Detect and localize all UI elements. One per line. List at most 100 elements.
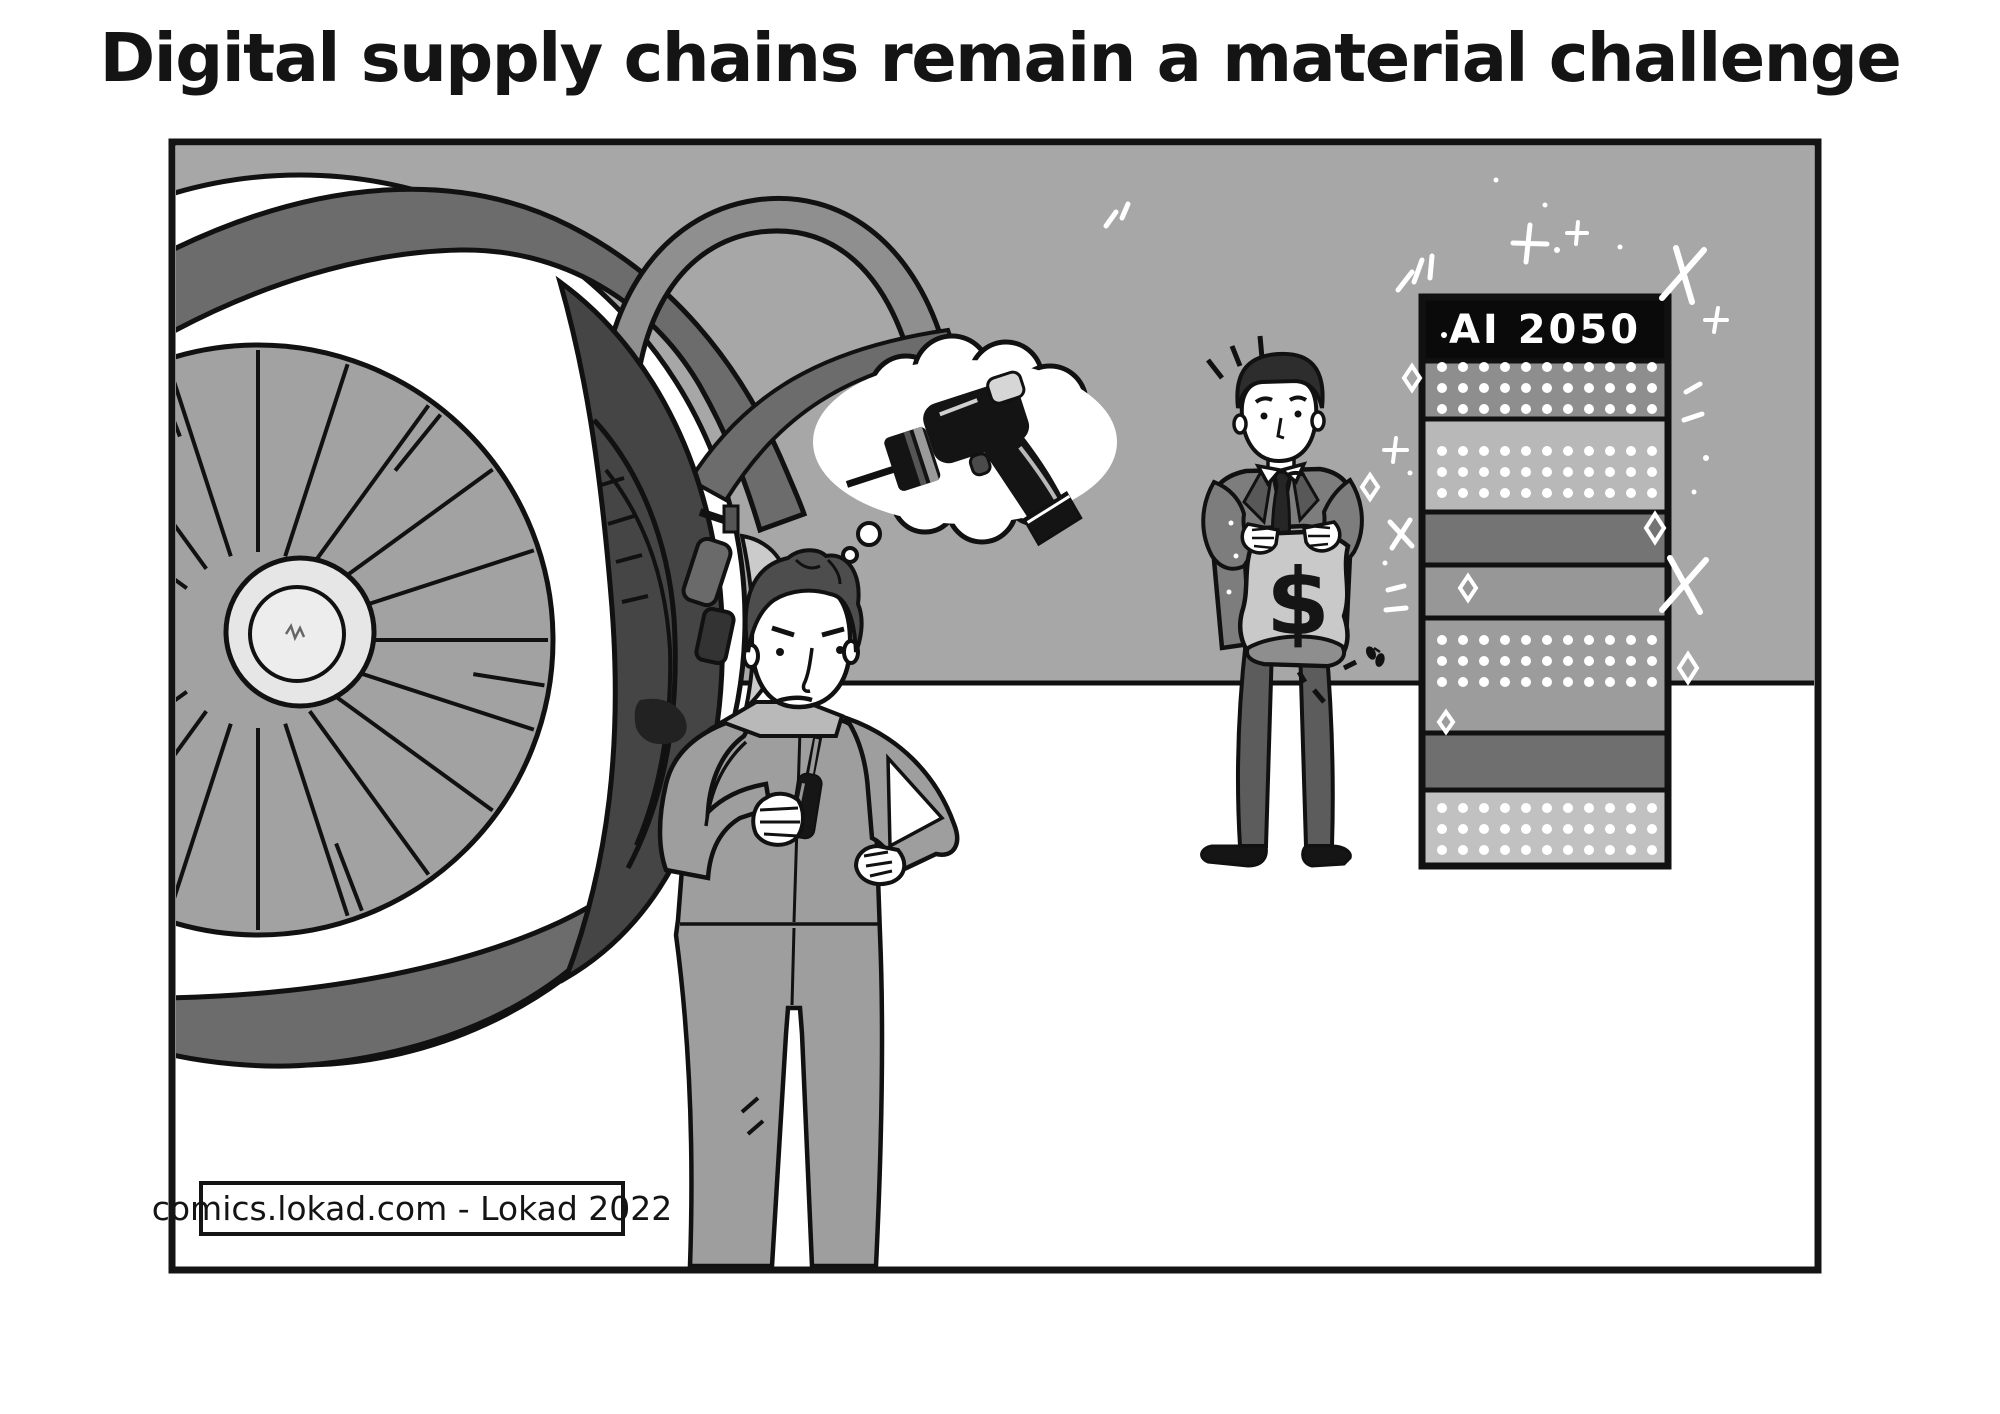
spinner-swirl-mark [284,623,306,642]
server-rack: AI 2050 [1418,293,1672,870]
sparkle-plus [1703,306,1729,334]
sparkle-dashes [1383,583,1409,613]
money-bag: $ [1238,529,1351,669]
sparkle-dashes [1681,381,1705,423]
mechanic-eye [836,646,844,654]
drill-trigger [968,452,992,477]
caption-text: comics.lokad.com - Lokad 2022 [151,1189,673,1228]
drill-vent [939,398,978,417]
sparkle-burst [1659,555,1709,615]
sparkle-plus [1565,220,1589,246]
jacket-speck [1226,589,1232,595]
sparkle-diamond [1457,572,1479,604]
screwdriver-shaft [809,738,819,775]
businessman-eyebrows [1254,395,1308,404]
rack-led-dots [1437,440,1661,503]
nacelle-cylinder [694,606,736,666]
rack-outline [1418,293,1672,870]
rack-led-dots [1437,630,1661,696]
panel-border [168,138,1822,1274]
sparkle-dot [1407,470,1413,476]
hand-fingers [1307,524,1331,548]
drill-body-highlight [986,370,1026,405]
drill-battery-line [1026,495,1071,524]
sparkle-dot [1691,489,1697,495]
businessman-hair [1235,351,1325,409]
right-hand-fingers [863,850,893,878]
sparkle-diamond [1401,362,1423,394]
mechanic-hair [743,548,864,653]
jacket-speck [1233,553,1239,559]
mechanic-mouth [777,695,813,704]
sparkles [1103,177,1729,736]
rack-unit [1419,509,1671,568]
sparkle-rays [1395,253,1435,293]
sparkle-diamond [1643,510,1667,546]
dollar-sign: $ [1266,549,1330,656]
thought-trail-bubble [841,546,859,564]
akimbo-gap [886,753,945,849]
sparkle-ticks [1103,201,1131,229]
sparkle-diamond [1359,471,1381,503]
motion-dashes [1296,659,1358,704]
businessman: $ [1200,335,1385,868]
mechanic [657,548,960,1267]
rack-unit [1419,730,1671,793]
sparkle-dot [1542,202,1548,208]
businessman-shoe [1200,844,1268,868]
drill-icon [845,370,1083,547]
nacelle-cylinder [681,536,733,608]
sparkle-diamond [1436,708,1456,736]
sparkle-dot [1554,247,1560,253]
businessman-eye [1260,412,1268,420]
sparkle-plus [1510,222,1550,265]
businessman-ear [1232,413,1248,435]
engine-fan-blades [176,350,548,930]
rack-label: AI 2050 [1449,307,1641,353]
nacelle-blob [634,698,687,745]
nacelle-ladder-rungs [597,476,649,604]
sparkle-dot [1441,332,1447,338]
nacelle-fitting [722,504,740,534]
businessman-leg [1236,637,1275,848]
mechanic-eye [776,648,784,656]
left-hand-fingers [759,806,800,838]
thought-trail-bubble [856,521,882,547]
sparkle-burst [1387,517,1415,551]
businessman-ear [1310,410,1326,432]
engine-upper-cowl [176,186,808,534]
caption-box: comics.lokad.com - Lokad 2022 [152,1181,672,1236]
sparkle-diamond [1676,650,1700,686]
businessman-leg [1297,639,1335,848]
drill-bit [845,465,898,488]
nacelle-rib [592,418,678,870]
businessman-mouth [1284,470,1305,478]
sparkle-burst [1659,245,1707,305]
mechanic-left-arm [657,710,773,881]
businessman-nose [1276,417,1285,440]
jacket-speck [1228,520,1234,526]
mechanic-eyebrows [771,625,845,638]
mechanic-left-hand [751,791,805,847]
sparkle-dot [1382,560,1388,566]
fly-icon [1365,646,1385,667]
businessman-face [1239,374,1319,464]
jacket-sleeve [1201,479,1259,571]
trouser-crease-marks [740,1096,765,1136]
drill-handle [983,430,1066,526]
sleeve-crease [704,740,748,827]
sparkle-plus [1382,436,1409,464]
drill-chuck-band [903,430,927,486]
nacelle-rib [604,468,673,846]
hair-strands [794,558,842,585]
alarm-lines [1206,335,1265,380]
businessman-eye [1294,410,1302,418]
rack-led-dots [1437,360,1661,422]
money-bag-fold [1245,634,1347,669]
sparkle-dot [1703,455,1709,461]
businessman-shoe [1301,844,1352,868]
thought-bubble [813,333,1117,564]
sparkle-dot [1617,244,1623,250]
